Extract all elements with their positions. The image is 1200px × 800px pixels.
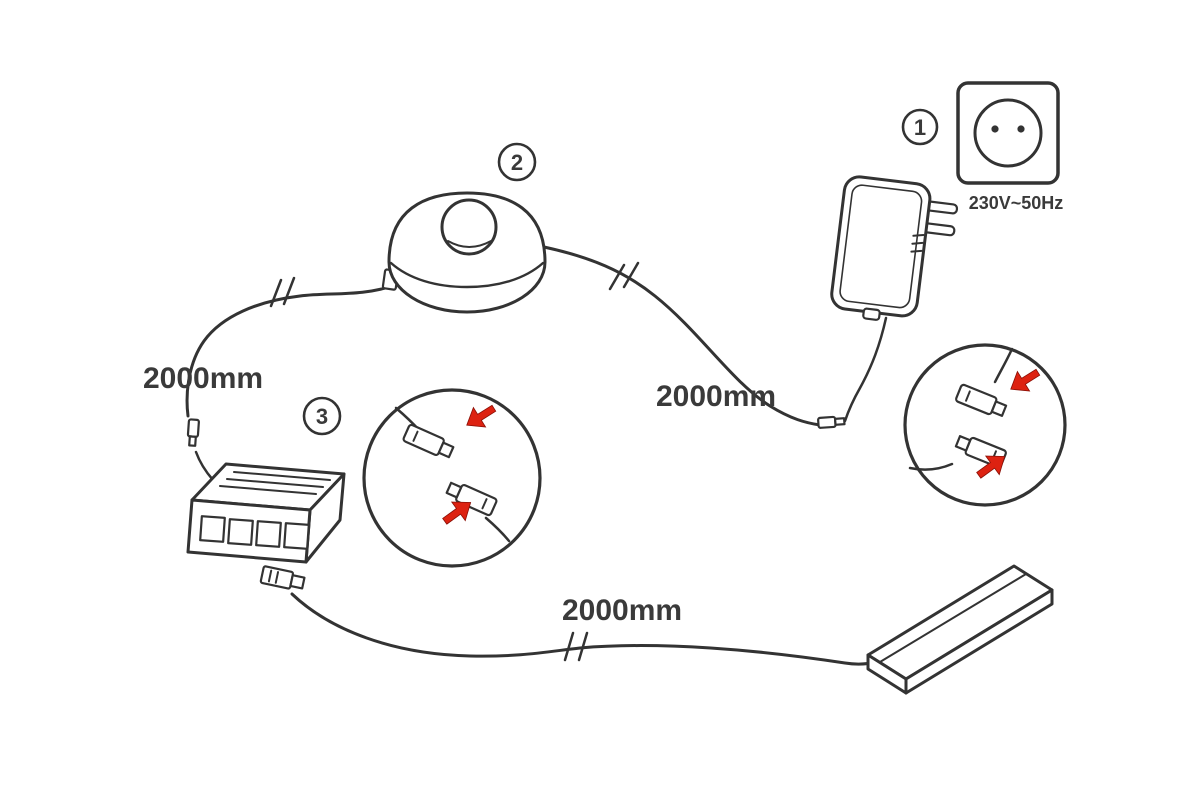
cable-switch-to-distributor <box>185 276 398 418</box>
connector-detail-right <box>903 343 1067 507</box>
step-badge-3-number: 3 <box>316 404 328 429</box>
adapter-grip-lines <box>910 233 925 253</box>
socket-pin-hole <box>1017 125 1025 133</box>
cable-length-label: 2000mm <box>562 594 682 627</box>
vent-lines <box>219 471 331 495</box>
cable-connector <box>186 418 201 448</box>
cable-length-label: 2000mm <box>656 380 776 413</box>
wall-outlet <box>956 81 1060 185</box>
distributor-box <box>186 462 346 564</box>
cable-connector <box>259 565 306 590</box>
step-badge-2: 2 <box>497 142 537 182</box>
cable-length-label: 2000mm <box>143 362 263 395</box>
cable-length-marks <box>269 276 296 308</box>
switch-rim-seam <box>389 261 545 289</box>
cable-length-marks <box>563 631 589 662</box>
switch-button-seam <box>447 240 492 248</box>
step-badge-1: 1 <box>901 108 939 146</box>
cable-distributor-to-light <box>290 592 878 666</box>
power-adapter <box>830 175 959 321</box>
foot-switch <box>381 191 547 314</box>
light-profile <box>866 564 1054 695</box>
step-badge-3: 3 <box>302 396 342 436</box>
adapter-cord <box>843 316 888 423</box>
output-ports <box>199 515 310 550</box>
distributor-inlet-cord <box>194 450 215 482</box>
cable-connector <box>816 415 846 430</box>
adapter-cord-notch <box>862 307 881 321</box>
switch-button <box>440 198 498 256</box>
voltage-label: 230V~50Hz <box>969 193 1064 213</box>
step-badge-2-number: 2 <box>511 150 523 175</box>
cable-adapter-to-switch <box>542 245 822 427</box>
connector-detail-left <box>362 388 542 568</box>
socket-pin-hole <box>991 125 999 133</box>
cable-length-marks <box>608 261 640 291</box>
step-badge-1-number: 1 <box>914 115 926 140</box>
